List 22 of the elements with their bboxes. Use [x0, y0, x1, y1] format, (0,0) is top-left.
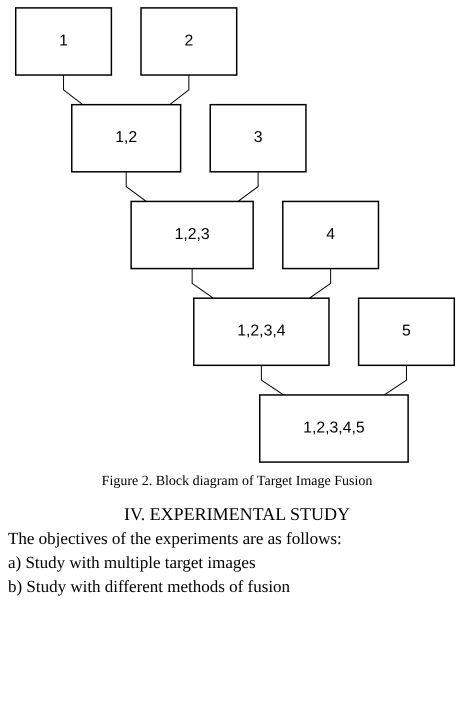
figure-caption: Figure 2. Block diagram of Target Image Fusion — [100, 474, 374, 490]
node-box: 3 — [210, 104, 307, 173]
node-box: 5 — [358, 297, 456, 366]
text-line: b) Study with different methods of fusion — [8, 577, 292, 597]
node-box: 1,2,3 — [130, 200, 254, 270]
connector — [126, 171, 147, 202]
text-line: a) Study with multiple target images — [8, 553, 257, 573]
connector — [63, 74, 84, 106]
connector — [237, 171, 259, 202]
text-line: The objectives of the experiments are as follows: — [8, 529, 343, 549]
connector — [260, 364, 284, 396]
section-heading: IV. EXPERIMENTAL STUDY — [122, 504, 352, 525]
node-box: 2 — [140, 7, 238, 76]
connector — [169, 74, 190, 106]
node-box: 1,2,3,4,5 — [258, 394, 409, 463]
node-box: 1,2 — [71, 104, 182, 173]
connector — [308, 268, 332, 299]
node-box: 1,2,3,4 — [193, 297, 330, 366]
connector — [192, 268, 214, 299]
connector — [384, 364, 407, 396]
node-box: 4 — [282, 200, 380, 270]
node-box: 1 — [14, 7, 112, 76]
